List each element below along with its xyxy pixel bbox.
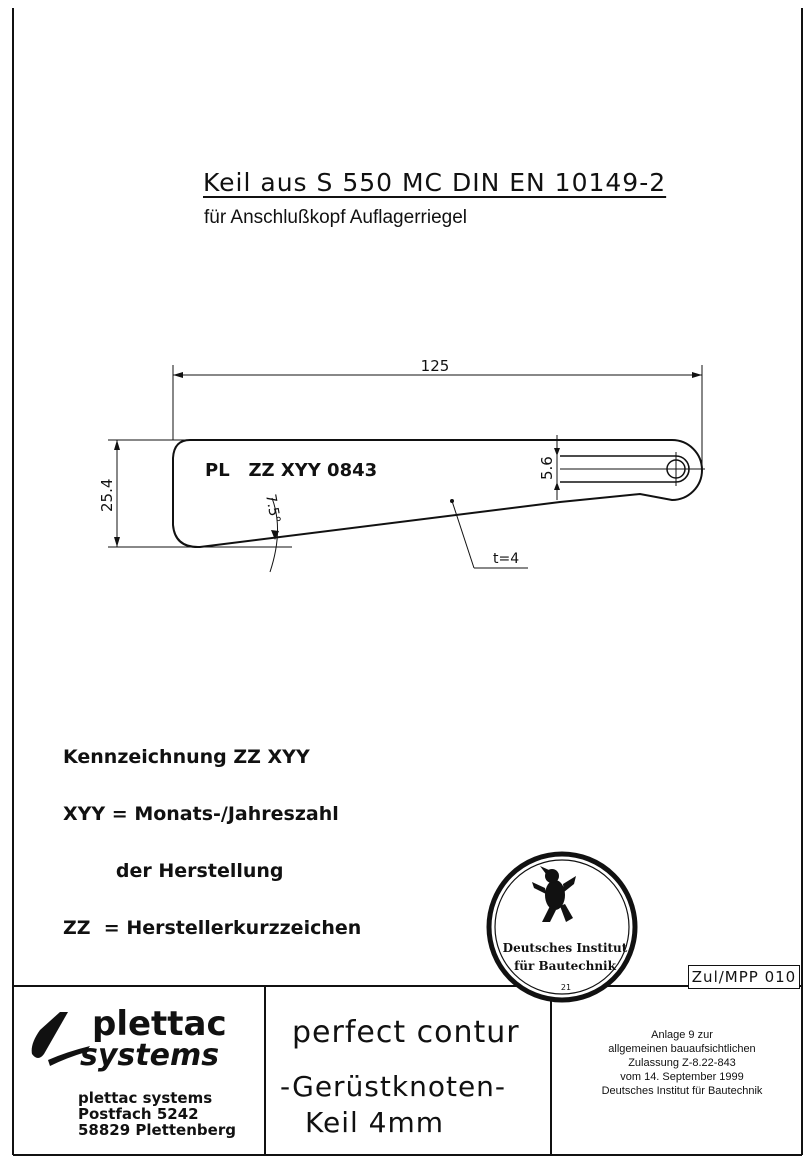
approval-note: Anlage 9 zur allgemeinen bauaufsichtlich… — [601, 1029, 763, 1097]
legend-line-2: XYY = Monats-/Jahreszahl — [63, 803, 339, 825]
drawing-subtitle: für Anschlußkopf Auflagerriegel — [204, 207, 467, 228]
product-line-3: Keil 4mm — [305, 1106, 445, 1139]
dim-length-arrow-right — [692, 372, 702, 378]
legend-line-4: ZZ = Herstellerkurzzeichen — [63, 917, 362, 939]
svg-text:Deutsches Institut: Deutsches Institut — [503, 941, 628, 955]
drawing-number: Zul/MPP 010 — [688, 965, 800, 989]
drawing-title: Keil aus S 550 MC DIN EN 10149-2 — [203, 168, 667, 197]
plettac-logo-icon — [31, 1012, 90, 1066]
dim-angle-arrow — [271, 530, 279, 540]
dim-length-arrow-left — [173, 372, 183, 378]
bear-emblem-icon — [532, 866, 576, 922]
hole-circle — [666, 459, 686, 479]
product-line-1: perfect contur — [292, 1015, 520, 1050]
dim-slot-arrow-bottom — [554, 482, 560, 490]
marking-legend: Kennzeichnung ZZ XYY XYY = Monats-/Jahre… — [63, 710, 361, 957]
product-line-2: -Gerüstknoten- — [280, 1070, 507, 1103]
dim-height-arrow-bottom — [114, 537, 120, 547]
official-stamp: Deutsches Institut für Bautechnik 21 — [486, 851, 638, 1003]
dim-slot-arrow-top — [554, 448, 560, 456]
dim-height-arrow-top — [114, 440, 120, 450]
dim-height-label: 25.4 — [98, 479, 116, 512]
dim-angle-label: 7.5° — [262, 493, 283, 525]
company-address: plettac systems Postfach 5242 58829 Plet… — [78, 1089, 236, 1139]
dim-slot-label: 5.6 — [538, 456, 556, 480]
legend-line-1: Kennzeichnung ZZ XYY — [63, 746, 310, 768]
legend-line-3: der Herstellung — [63, 860, 284, 882]
thickness-label: t=4 — [493, 551, 519, 567]
brand-subname: systems — [80, 1038, 220, 1073]
svg-text:für Bautechnik: für Bautechnik — [514, 959, 617, 973]
part-marking: PL ZZ XYY 0843 — [205, 460, 377, 481]
wedge-outline — [172, 439, 703, 549]
brand-name: plettac — [92, 1004, 227, 1044]
svg-text:21: 21 — [561, 983, 571, 992]
dim-length-label: 125 — [421, 357, 450, 375]
thickness-leader-line — [451, 500, 475, 569]
